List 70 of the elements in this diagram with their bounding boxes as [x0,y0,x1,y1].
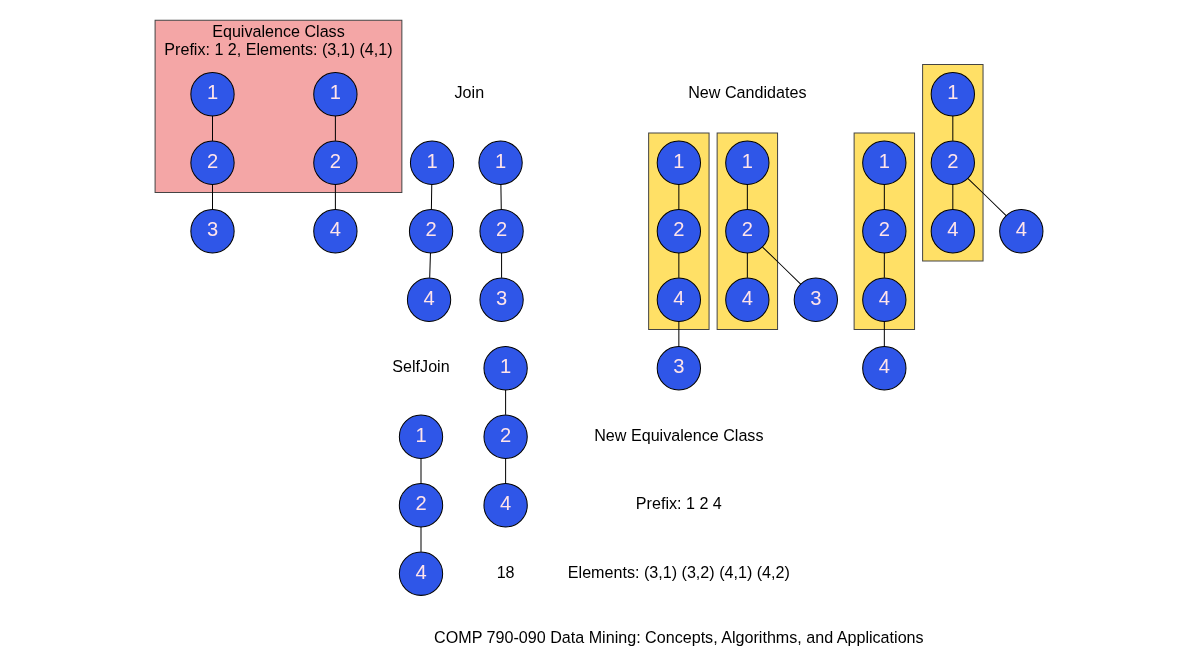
node-circle: 4 [313,209,358,254]
label: Join [454,83,485,102]
connector [420,526,422,553]
node-circle: 4 [862,277,907,322]
node-circle: 4 [406,277,452,322]
connector [952,115,954,142]
node-circle: 1 [409,140,455,185]
connector [762,246,802,285]
connector [883,252,885,279]
connector [746,183,748,210]
connector [500,183,502,210]
label: Elements: (3,1) (3,2) (4,1) (4,2) [567,562,790,581]
connector [883,183,885,210]
node-circle: 1 [483,346,528,391]
node-circle: 1 [398,414,444,459]
connector [505,389,507,416]
connector [420,457,422,484]
connector [678,320,680,347]
node-circle: 3 [656,346,701,391]
node-circle: 2 [725,209,770,254]
cluster [853,132,916,330]
connector [429,252,431,279]
node-circle: 1 [725,140,770,185]
connector [678,252,680,279]
connector [212,183,213,210]
connector [883,320,885,347]
node-circle: 1 [313,72,358,117]
label: Prefix: 1 2 4 [635,494,722,513]
node-circle: 2 [483,414,528,459]
node-circle: 4 [930,209,975,254]
cluster [648,132,710,330]
node-circle: 2 [862,209,907,254]
node-circle: 4 [725,277,770,322]
node-circle: 2 [930,140,975,185]
node-circle: 4 [862,346,907,391]
label: SelfJoin [392,357,450,376]
connector [505,457,507,484]
node-circle: 1 [190,72,235,117]
node-circle: 1 [862,140,907,185]
node-circle: 2 [408,209,454,254]
node-circle: 3 [190,209,235,254]
node-circle: 4 [656,277,701,322]
label: COMP 790-090 Data Mining: Concepts, Algorithms, and Applications [434,627,924,646]
cluster [716,132,779,330]
connector [746,252,748,279]
label: New Equivalence Class [594,425,764,444]
node-circle: 4 [398,551,444,596]
node-circle: 2 [656,209,701,254]
node-circle: 4 [483,483,528,528]
node-circle: 2 [313,140,358,185]
connector [334,183,336,210]
connector [334,115,336,142]
connector [430,183,433,210]
node-circle: 1 [656,140,701,185]
node-circle: 4 [999,209,1044,254]
connector [501,252,503,279]
node-circle: 3 [479,277,524,322]
node-circle: 1 [478,140,523,185]
node-circle: 2 [479,209,524,254]
node-circle: 3 [793,277,838,322]
connector [952,183,954,210]
node-circle: 2 [398,483,444,528]
connector [678,183,680,210]
cluster [922,64,984,262]
label: 18 [496,562,515,581]
label: New Candidates [688,83,807,102]
connector [212,115,213,142]
node-circle: 2 [190,140,235,185]
node-circle: 1 [930,72,975,117]
connector [967,178,1007,217]
